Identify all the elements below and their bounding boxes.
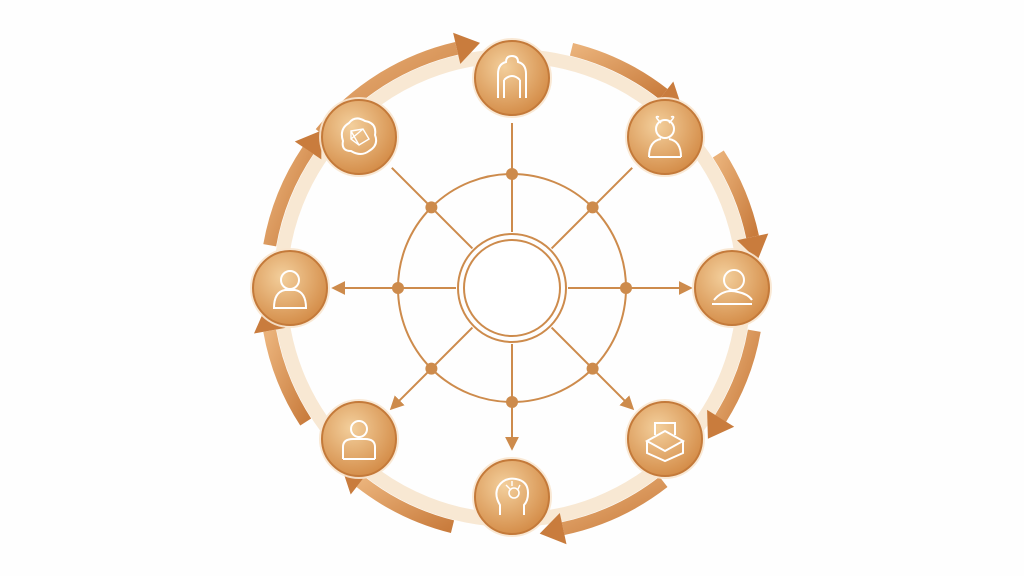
junction-dot — [586, 362, 599, 375]
junction-dot — [586, 201, 599, 214]
node-right[interactable] — [692, 248, 772, 328]
nodes — [250, 38, 772, 537]
node-upper-right[interactable] — [625, 97, 705, 177]
reclining-person-icon — [712, 269, 753, 305]
cycle-arrow-upperright-to-right — [712, 150, 769, 261]
junction-dot — [425, 201, 438, 214]
cycle-arrow-right-to-lowerright — [707, 329, 761, 439]
node-top[interactable] — [472, 38, 552, 118]
junction-dot — [425, 362, 438, 375]
junction-dot — [506, 396, 518, 408]
hub-core-ring-inner — [463, 239, 561, 337]
cycle-arrow-lowerright-to-bottom — [539, 476, 668, 545]
head-with-thoughts-icon — [495, 477, 530, 515]
node-bottom[interactable] — [472, 457, 552, 537]
hub — [331, 123, 693, 451]
node-left[interactable] — [250, 248, 330, 328]
junction-dot — [506, 168, 518, 180]
node-circle — [321, 99, 397, 175]
node-circle — [694, 250, 770, 326]
torso-outline-icon — [497, 54, 527, 98]
node-upper-left[interactable] — [319, 97, 399, 177]
junction-dot — [392, 282, 404, 294]
person-portrait-icon — [648, 115, 682, 158]
node-circle — [474, 40, 550, 116]
node-lower-left[interactable] — [319, 399, 399, 479]
person-bust-icon — [272, 270, 308, 309]
stacked-boxes-icon — [644, 422, 686, 463]
cycle-arrow-left-to-upperleft — [263, 130, 322, 247]
node-circle — [627, 401, 703, 477]
junction-dot — [620, 282, 632, 294]
node-lower-right[interactable] — [625, 399, 705, 479]
person-standing-icon — [342, 420, 376, 460]
brain-network-icon — [340, 117, 378, 155]
hub-core-ring-outer — [457, 233, 567, 343]
